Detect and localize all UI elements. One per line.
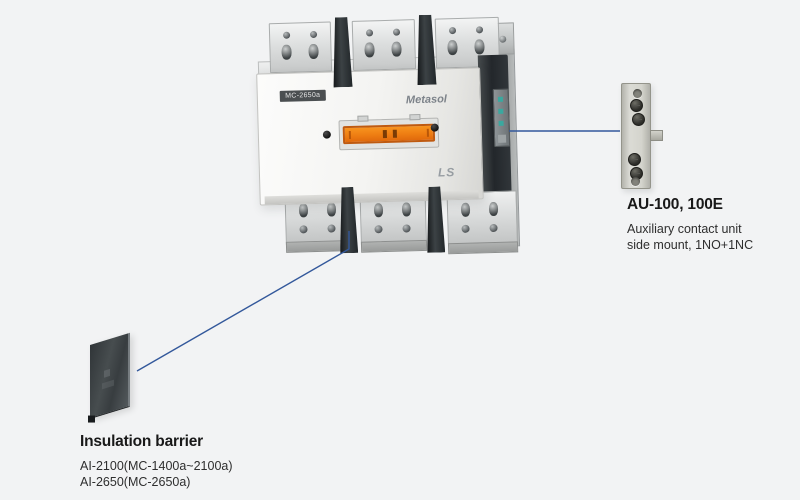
aux-contact-unit-photo [619, 82, 665, 192]
terminal-hole [460, 202, 471, 217]
aux-contact-description-line1: Auxiliary contact unit [627, 222, 742, 236]
terminal-hole [489, 223, 498, 233]
indicator-slot [382, 129, 387, 139]
callout-aux-contact: AU-100, 100E Auxiliary contact unit side… [627, 196, 753, 253]
barrier-marking [104, 368, 110, 378]
terminal-hole [391, 41, 402, 57]
attachment-foot [497, 134, 507, 143]
aux-unit-body [621, 83, 651, 189]
top-terminal-block-1 [268, 21, 333, 74]
insulation-barrier-model-line1: AI-2100(MC-1400a~2100a) [80, 459, 233, 473]
operation-indicator-frame [338, 114, 440, 151]
indicator-clip [357, 115, 369, 122]
aux-mounting-hole [633, 89, 642, 98]
terminal-hole [298, 203, 309, 218]
terminal-hole [402, 224, 411, 233]
aux-contact-title: AU-100, 100E [627, 196, 723, 213]
terminal-hole [488, 201, 499, 217]
attachment-dot [497, 96, 504, 102]
insulation-barrier-photo [82, 326, 178, 432]
screw-head [632, 113, 645, 126]
callout-insulation-barrier: Insulation barrier AI-2100(MC-1400a~2100… [80, 433, 233, 490]
indicator-slot [392, 129, 397, 138]
contactor-product-photo: MC-2650a Metasol LS [252, 8, 521, 267]
brand-text: Metasol [405, 93, 448, 107]
terminal-hole [373, 203, 384, 218]
terminal-hole [365, 29, 374, 37]
terminal-hole [448, 27, 457, 35]
terminal-hole [308, 43, 319, 60]
aux-unit-side-tab [650, 130, 663, 141]
indicator-tick [348, 130, 352, 140]
operation-indicator-bar [342, 123, 436, 145]
barrier-marking [102, 379, 114, 390]
terminal-hole [447, 39, 458, 56]
terminal-hole [327, 224, 336, 233]
screw-head [630, 99, 643, 112]
indicator-clip [409, 114, 421, 121]
terminal-hole [326, 202, 337, 217]
terminal-hole [364, 42, 375, 58]
terminal-hole [474, 39, 485, 55]
contactor-front-face: MC-2650a Metasol LS [256, 67, 484, 206]
ls-logo: LS [437, 165, 456, 180]
terminal-hole [401, 202, 412, 217]
terminal-hole [374, 225, 383, 234]
aux-contact-description-line2: side mount, 1NO+1NC [627, 238, 754, 252]
terminal-hole [299, 225, 308, 234]
attachment-dot [498, 108, 504, 114]
insulation-barrier-plate [90, 332, 130, 419]
terminal-hole [392, 28, 401, 36]
model-nameplate: MC-2650a [279, 89, 326, 102]
front-face-dot [322, 130, 331, 139]
screw-head [628, 153, 641, 166]
attachment-dot [498, 120, 504, 126]
terminal-hole [475, 26, 484, 34]
side-mount-attachment [492, 88, 511, 147]
phase-barrier-top-2 [416, 15, 437, 86]
top-terminal-block-2 [351, 19, 417, 71]
terminal-hole [309, 30, 318, 39]
aux-mounting-hole [631, 177, 640, 186]
indicator-tick [426, 128, 429, 137]
terminal-hole [461, 224, 470, 233]
insulation-barrier-model-line2: AI-2650(MC-2650a) [80, 475, 191, 489]
terminal-hole [282, 31, 291, 39]
terminal-hole [281, 44, 292, 60]
bracket-hole [499, 35, 507, 43]
insulation-barrier-title: Insulation barrier [80, 433, 204, 450]
phase-barrier-top-1 [332, 17, 353, 88]
